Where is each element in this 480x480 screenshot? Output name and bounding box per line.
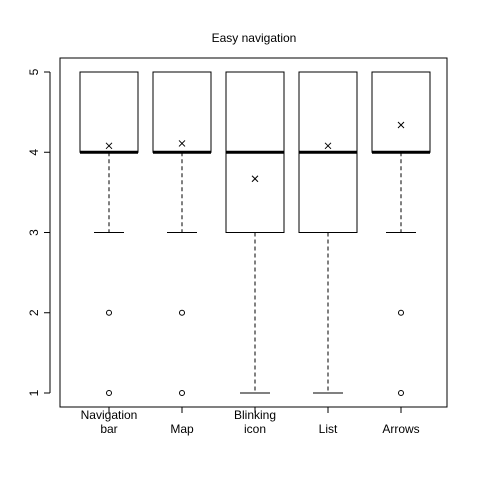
outlier-point [179,390,185,396]
box-group [79,71,431,396]
y-tick-label: 3 [27,229,41,236]
box-3 [225,71,285,394]
mean-marker-stroke [324,142,332,150]
mean-marker [105,142,113,150]
x-tick-label: icon [244,422,266,436]
mean-marker [251,175,259,183]
y-tick-label: 2 [27,309,41,316]
outlier-point [398,309,404,316]
box-rect [152,71,212,153]
mean-marker [397,121,405,129]
x-tick-label: bar [100,422,117,436]
y-tick-label: 4 [27,149,41,156]
mean-marker-stroke [178,140,186,147]
mean-marker-stroke [251,175,259,183]
mean-marker-stroke [397,121,405,129]
mean-marker-stroke [105,142,113,150]
x-tick-label: Arrows [382,422,419,436]
y-tick-label: 1 [27,389,41,396]
chart-title: Easy navigation [212,31,297,45]
x-tick-label: List [319,422,338,436]
y-axis: 1 2 3 4 5 [27,68,51,396]
box-4 [298,71,358,394]
box-5 [371,71,431,396]
mean-marker [178,140,186,147]
mean-marker [324,142,332,150]
outlier-point [398,390,404,396]
x-tick-label: Blinking [234,408,276,422]
box-1 [79,71,139,396]
outlier-point [106,390,112,396]
outlier-point [179,309,185,316]
box-2 [152,71,212,396]
outlier-point [106,309,112,316]
x-tick-label: Navigation [81,408,138,422]
box-rect [79,71,139,153]
y-tick-label: 5 [27,68,41,75]
box-rect [371,71,431,153]
x-tick-label: Map [170,422,194,436]
